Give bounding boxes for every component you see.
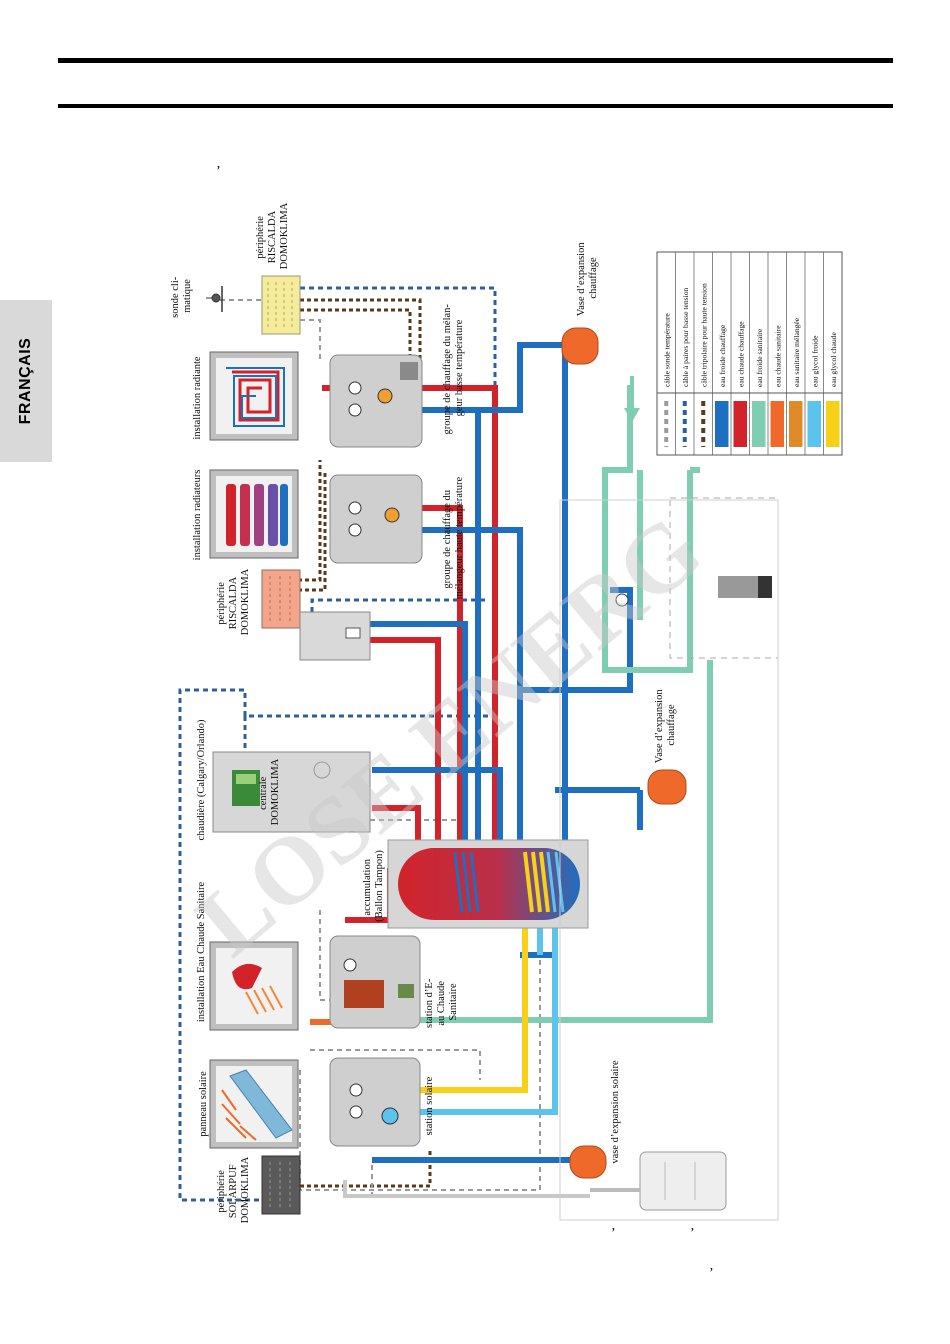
legend-label: câble à paires pour basse tension bbox=[681, 287, 690, 387]
label-installation-radiateurs: installation radiateurs bbox=[192, 470, 203, 561]
hot-water-station-box bbox=[329, 935, 421, 1029]
radiant-installation-box bbox=[209, 351, 299, 441]
label-installation-ecs: installation Eau Chaude Sanitaire bbox=[196, 882, 207, 1023]
comma-mark: ’ bbox=[709, 1266, 714, 1281]
hot-water-installation-box bbox=[209, 941, 299, 1031]
legend-label: eau froide sanitaire bbox=[755, 328, 764, 387]
comma-mark: ’ bbox=[690, 1226, 695, 1241]
control-box bbox=[299, 611, 371, 661]
language-tab[interactable]: FRANÇAIS bbox=[0, 300, 52, 462]
label-groupe-basse-temp: groupe de chauffage du mélan- geur basse… bbox=[442, 301, 465, 434]
cold-water-inlet-arrow bbox=[624, 376, 640, 422]
expansion-vessel-top bbox=[561, 327, 599, 365]
label-vase-expansion-top: Vase d’expansion chauffage bbox=[576, 240, 599, 316]
comma-mark: ’ bbox=[611, 1226, 616, 1241]
glycol-tank bbox=[343, 1151, 727, 1211]
legend-label: eau glycol froide bbox=[810, 335, 819, 387]
legend-label: eau glycol chaude bbox=[829, 332, 838, 387]
label-peripherie-solarpuf: périphérie SOLARPUF DOMOKLIMA bbox=[216, 1156, 251, 1223]
label-chaudiere: chaudière (Calgary/Orlando) bbox=[196, 719, 207, 840]
top-rule bbox=[58, 58, 893, 63]
comma-mark: ’ bbox=[216, 164, 221, 179]
expansion-vessel-mid bbox=[647, 769, 687, 805]
label-station-ecs: station d’E- au Chaude Sanitaire bbox=[424, 976, 459, 1028]
buffer-tank bbox=[387, 839, 589, 929]
solar-station-box bbox=[329, 1057, 421, 1147]
label-panneau-solaire: panneau solaire bbox=[198, 1071, 209, 1137]
label-installation-radiante: installation radiante bbox=[192, 356, 203, 439]
peripherie-solarpuf-unit bbox=[261, 1155, 301, 1215]
legend-label: eau froide chauffage bbox=[718, 324, 727, 387]
label-groupe-haute-temp: groupe de chauffage du mélangeur haute t… bbox=[442, 476, 465, 599]
radiators-installation-box bbox=[209, 469, 299, 559]
label-vase-expansion-mid: Vase d’expansion chauffage bbox=[654, 687, 677, 763]
peripherie-riscalda-top-unit bbox=[261, 275, 301, 335]
label-vase-expansion-solaire: vase d’expansion solaire bbox=[610, 1060, 621, 1164]
boiler-box bbox=[212, 751, 371, 833]
label-peripherie-riscalda-top: périphérie RISCALDA DOMOKLIMA bbox=[255, 202, 290, 269]
legend-label: eau sanitaire mélangée bbox=[792, 317, 801, 387]
legend-label: eau chaude chauffage bbox=[736, 321, 745, 387]
legend-label: eau chaude sanitaire bbox=[773, 325, 782, 387]
label-station-solaire: station solaire bbox=[424, 1076, 435, 1135]
high-temp-mixer-group-box bbox=[329, 474, 423, 564]
label-accumulation: accumulation (Ballon Tampon) bbox=[362, 850, 385, 922]
legend: câble sonde température câble à paires po… bbox=[656, 251, 843, 456]
peripherie-riscalda-mid-unit bbox=[261, 569, 301, 629]
solar-panel-box bbox=[209, 1059, 299, 1149]
outer-frame bbox=[559, 499, 779, 1221]
climate-sensor-icon bbox=[206, 286, 223, 312]
expansion-vessel-solar bbox=[569, 1145, 607, 1179]
legend-label: câble sonde température bbox=[662, 313, 671, 387]
low-temp-mixer-group-box bbox=[329, 354, 423, 448]
label-peripherie-riscalda-mid: périphérie RISCALDA DOMOKLIMA bbox=[216, 568, 251, 635]
sanitary-distribution-zone bbox=[615, 497, 779, 659]
label-centrale: centrale DOMOKLIMA bbox=[258, 758, 281, 825]
legend-label: câble tripolaire pour haute tension bbox=[699, 283, 708, 387]
label-sonde-climatique: sonde cli- matique bbox=[170, 274, 193, 318]
second-rule bbox=[58, 104, 893, 108]
cold-sanitary-pipes bbox=[330, 385, 713, 1023]
